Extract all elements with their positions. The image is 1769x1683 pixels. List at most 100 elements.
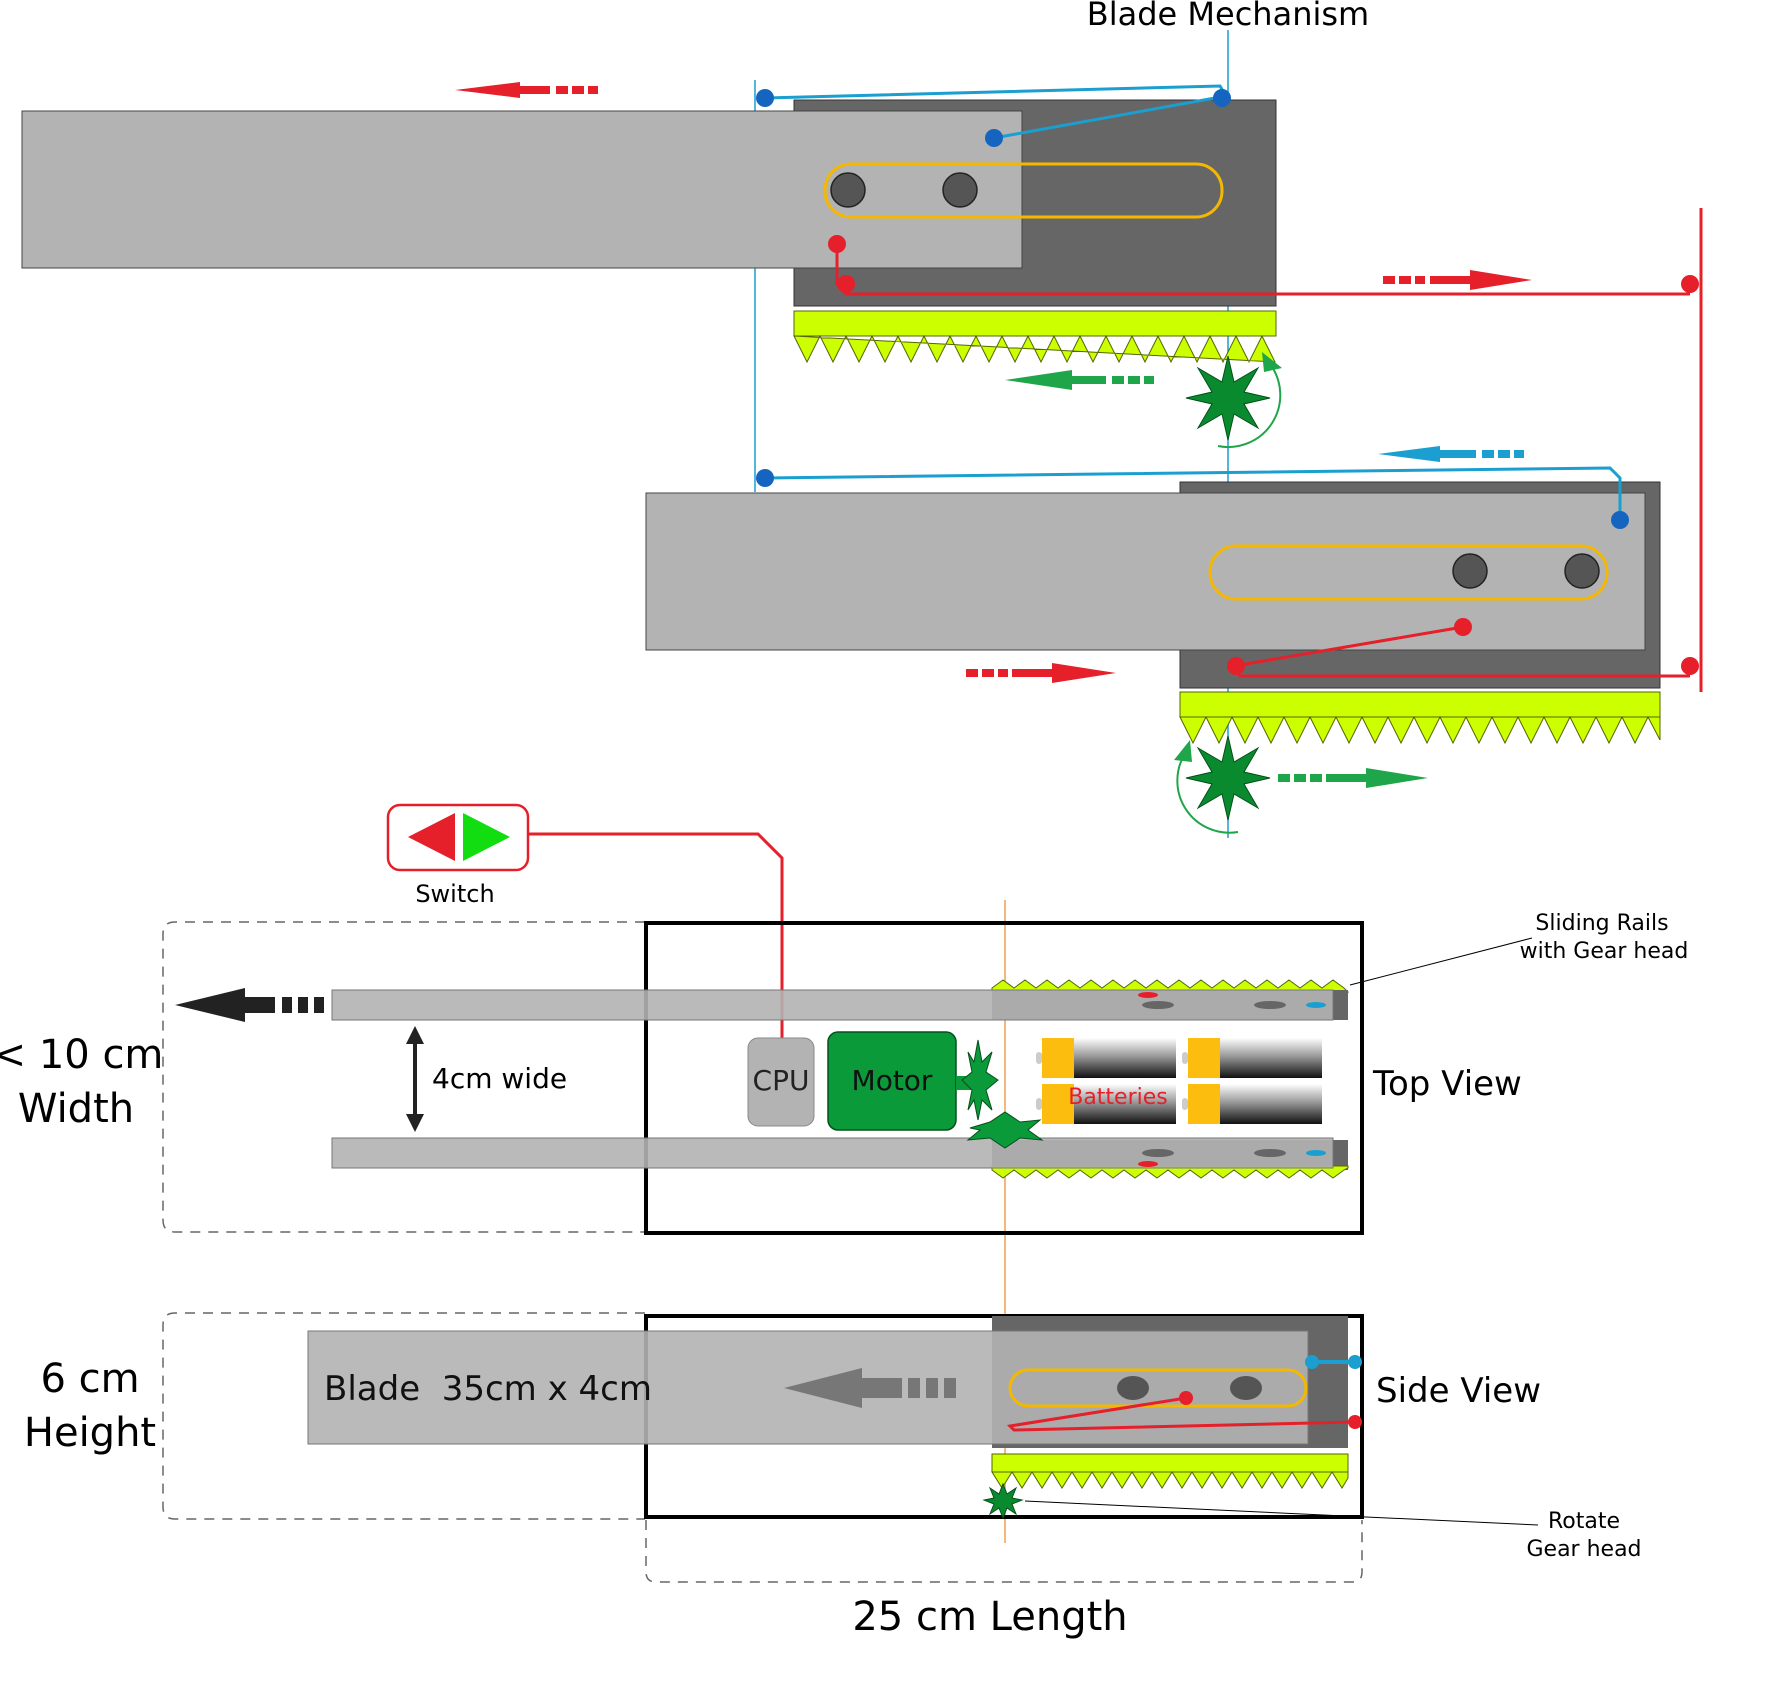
battery <box>1182 1084 1322 1124</box>
rail-roller <box>1452 553 1488 589</box>
switch-left-triangle[interactable] <box>408 813 455 861</box>
blue-pin <box>1306 1150 1326 1156</box>
sliding-rails-label-1: Sliding Rails <box>1535 911 1668 936</box>
rail-roller <box>942 172 978 208</box>
extended-outline <box>162 921 645 1233</box>
rotate-gear-head <box>982 1482 1024 1520</box>
arrow-left-black <box>175 988 324 1022</box>
blue-wire <box>764 466 1622 520</box>
width-label-2: Width <box>18 1086 134 1132</box>
rotate-gear-leader <box>1024 1500 1539 1526</box>
device-outline <box>644 921 1364 1235</box>
blue-pin <box>756 89 774 107</box>
rail-teeth <box>991 1165 1349 1179</box>
red-pin <box>837 275 855 293</box>
arrow-right-green <box>1278 768 1428 788</box>
rail-gear <box>966 1111 1044 1149</box>
blade <box>645 492 1646 651</box>
gear-rack <box>793 310 1277 337</box>
gear-rack <box>1179 691 1661 718</box>
red-pin <box>1179 1391 1193 1405</box>
diagram-title: Blade Mechanism <box>1087 0 1369 33</box>
side-view-label: Side View <box>1376 1371 1541 1411</box>
switch[interactable]: Switch <box>386 803 530 908</box>
battery <box>1036 1038 1176 1078</box>
battery <box>1182 1038 1322 1078</box>
red-pin <box>1681 275 1699 293</box>
cpu-label: CPU <box>753 1064 810 1097</box>
length-label: 25 cm Length <box>852 1594 1127 1640</box>
height-label-1: 6 cm <box>40 1356 139 1402</box>
blade-top-view <box>331 1137 1334 1169</box>
switch-box <box>386 803 530 872</box>
motor-label: Motor <box>852 1064 933 1097</box>
rotation-arrow-head <box>1262 352 1282 372</box>
switch-right-triangle[interactable] <box>463 813 510 861</box>
arrow-right-red <box>966 663 1116 683</box>
cpu <box>747 1037 815 1127</box>
gear-rack-teeth <box>1179 715 1661 745</box>
gear-rack-teeth <box>991 1471 1349 1489</box>
rail-slot <box>1008 1368 1308 1408</box>
rail-roller <box>1564 553 1600 589</box>
arrow-left-green <box>1005 370 1154 390</box>
blade <box>21 110 1023 269</box>
red-pin <box>828 235 846 253</box>
top-view: 4cm wide CPU Motor Batte <box>0 911 1689 1235</box>
blue-pin <box>1348 1355 1362 1369</box>
sliding-rails-label-2: with Gear head <box>1520 939 1689 964</box>
blue-pin <box>1611 511 1629 529</box>
red-pin <box>1138 1161 1158 1167</box>
gear-head <box>1185 355 1271 441</box>
length-bracket <box>645 1520 1363 1583</box>
arrow-left-gray <box>784 1368 956 1408</box>
batteries-label: Batteries <box>1068 1085 1168 1110</box>
switch-wire <box>528 832 784 1040</box>
switch-label: Switch <box>415 880 494 908</box>
blade-top-view <box>331 989 1334 1021</box>
rail-roller <box>1230 1376 1262 1400</box>
blue-pin <box>1306 1002 1326 1008</box>
rail-slot-dot <box>1142 1001 1174 1009</box>
height-label-2: Height <box>24 1410 156 1456</box>
rotation-arrow <box>1176 751 1239 834</box>
gap-arrow-down <box>406 1114 424 1132</box>
width-label-1: < 10 cm <box>0 1032 163 1078</box>
gap-label: 4cm wide <box>432 1062 567 1095</box>
top-view-label: Top View <box>1372 1064 1522 1104</box>
red-pin <box>1348 1415 1362 1429</box>
arrow-left-blue <box>1378 446 1524 462</box>
rail-slot-dot <box>1254 1001 1286 1009</box>
red-pin <box>1227 657 1245 675</box>
rail-slot <box>1208 544 1609 601</box>
side-view: Rotate Gear head Blade 35cm x 4cm Side V… <box>24 1312 1642 1562</box>
rotation-arrow-head <box>1174 740 1192 762</box>
rail-roller <box>830 172 866 208</box>
motor-gear <box>961 1039 999 1121</box>
gear-rack-teeth <box>793 334 1276 364</box>
bottom-mechanism-state <box>645 446 1699 834</box>
sliding-rails-leader <box>1349 937 1533 986</box>
rail-slot <box>823 162 1224 219</box>
red-pin <box>1138 992 1158 998</box>
blue-pin <box>1305 1355 1319 1369</box>
battery <box>1036 1084 1176 1124</box>
blade-label: Blade 35cm x 4cm <box>324 1369 652 1409</box>
red-pin <box>1454 618 1472 636</box>
rail-slot-dot <box>1254 1149 1286 1157</box>
red-pin <box>1681 657 1699 675</box>
gear-rack <box>991 1453 1349 1473</box>
rail-slot-dot <box>1142 1149 1174 1157</box>
rail-teeth <box>991 979 1350 993</box>
rail-roller <box>1117 1376 1149 1400</box>
arrow-right-red <box>1383 270 1532 290</box>
arrow-left-red <box>455 82 598 98</box>
top-mechanism-state <box>21 82 1699 448</box>
red-wire <box>1006 1396 1356 1432</box>
blue-pin <box>756 469 774 487</box>
blue-pin <box>1213 89 1231 107</box>
gap-arrow-up <box>406 1026 424 1044</box>
extended-outline <box>162 1312 645 1520</box>
rotate-gear-label-1: Rotate <box>1548 1509 1620 1534</box>
